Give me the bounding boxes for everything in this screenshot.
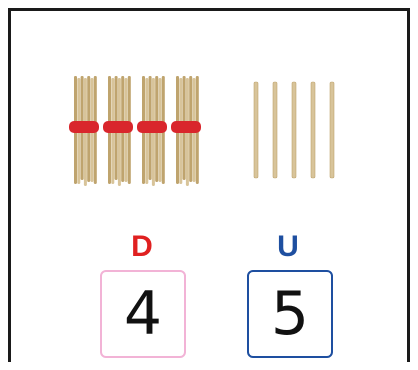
single-stick: [273, 82, 277, 178]
stick-bundle: [103, 76, 133, 186]
single-stick: [254, 82, 258, 178]
tens-label: D: [112, 230, 172, 264]
stick-bundle: [69, 76, 99, 186]
unit-sticks: [254, 82, 334, 178]
units-digit-box: 5: [247, 270, 333, 358]
single-stick: [311, 82, 315, 178]
rubber-band: [103, 121, 133, 133]
single-stick: [292, 82, 296, 178]
rubber-band: [171, 121, 201, 133]
rubber-band: [137, 121, 167, 133]
rubber-band: [69, 121, 99, 133]
units-digit: 5: [271, 284, 309, 344]
stick-bundle: [171, 76, 201, 186]
tens-digit-box: 4: [100, 270, 186, 358]
single-stick: [330, 82, 334, 178]
tens-bundles: [69, 76, 201, 186]
stick-bundle: [137, 76, 167, 186]
units-label: U: [258, 230, 318, 264]
tens-digit: 4: [124, 284, 162, 344]
